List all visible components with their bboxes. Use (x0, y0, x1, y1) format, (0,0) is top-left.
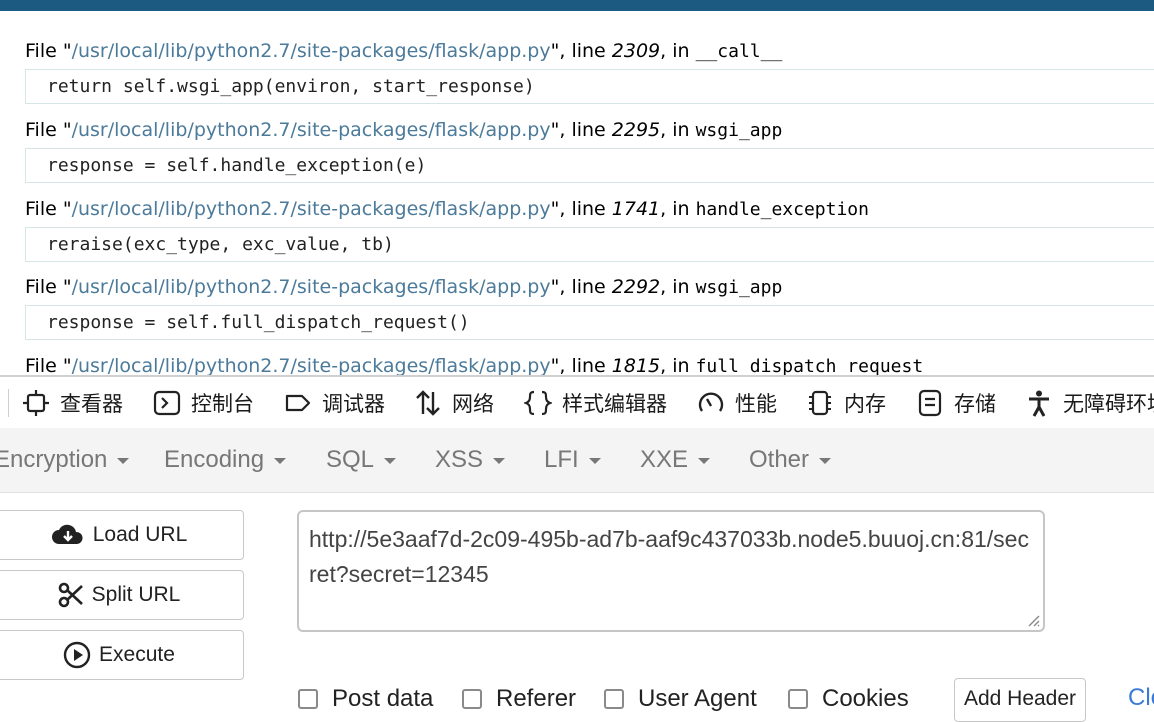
memory-icon (809, 390, 831, 416)
frame-header: File "/usr/local/lib/python2.7/site-pack… (25, 355, 924, 375)
traceback-frame: File "/usr/local/lib/python2.7/site-pack… (25, 197, 1154, 262)
frame-header: File "/usr/local/lib/python2.7/site-pack… (25, 119, 783, 141)
traceback-frame: File "/usr/local/lib/python2.7/site-pack… (25, 275, 1154, 340)
add-header-button[interactable]: Add Header (954, 678, 1086, 722)
play-circle-icon (63, 641, 91, 669)
menu-sql[interactable]: SQL (326, 428, 397, 492)
caret-down-icon (493, 458, 506, 464)
url-textarea[interactable]: http://5e3aaf7d-2c09-495b-ad7b-aaf9c4370… (297, 510, 1045, 632)
tab-console[interactable]: 控制台 (153, 377, 254, 429)
source-line[interactable]: return self.wsgi_app(environ, start_resp… (25, 69, 1154, 104)
source-line[interactable]: response = self.full_dispatch_request() (25, 305, 1154, 340)
debugger-icon (285, 394, 311, 412)
tab-inspector[interactable]: 查看器 (22, 377, 123, 429)
source-line[interactable]: response = self.handle_exception(e) (25, 148, 1154, 183)
clear-link[interactable]: Cle (1128, 684, 1154, 711)
file-path: /usr/local/lib/python2.7/site-packages/f… (71, 40, 551, 62)
tab-performance[interactable]: 性能 (697, 377, 777, 429)
split-url-button[interactable]: Split URL (0, 570, 244, 620)
top-bar (0, 0, 1154, 11)
caret-down-icon (698, 458, 711, 464)
checkbox-box[interactable] (462, 689, 482, 709)
user-agent-checkbox[interactable]: User Agent (604, 684, 757, 714)
tab-network[interactable]: 网络 (414, 377, 494, 429)
caret-down-icon (588, 458, 601, 464)
file-path: /usr/local/lib/python2.7/site-packages/f… (71, 119, 551, 141)
frame-header: File "/usr/local/lib/python2.7/site-pack… (25, 40, 783, 62)
performance-icon (698, 392, 724, 412)
traceback-frame: File "/usr/local/lib/python2.7/site-pack… (25, 354, 1154, 375)
function-name: full_dispatch_request (695, 356, 924, 375)
function-name: wsgi_app (695, 277, 783, 298)
inspector-icon (23, 390, 49, 416)
checkbox-box[interactable] (604, 689, 624, 709)
cloud-download-icon (51, 524, 83, 544)
network-icon (416, 390, 440, 416)
tab-storage[interactable]: 存储 (916, 377, 996, 429)
toolbar-divider (8, 389, 9, 417)
line-number: 2292 (611, 276, 661, 298)
menu-encryption[interactable]: Encryption (0, 428, 130, 492)
tab-debugger[interactable]: 调试器 (284, 377, 385, 429)
tab-accessibility[interactable]: 无障碍环境 (1025, 377, 1154, 429)
execute-button[interactable]: Execute (0, 630, 244, 680)
menu-xss[interactable]: XSS (435, 428, 506, 492)
menu-other[interactable]: Other (749, 428, 832, 492)
post-data-checkbox[interactable]: Post data (298, 684, 433, 714)
file-path: /usr/local/lib/python2.7/site-packages/f… (71, 276, 551, 298)
menu-xxe[interactable]: XXE (640, 428, 711, 492)
caret-down-icon (274, 458, 287, 464)
cookies-checkbox[interactable]: Cookies (788, 684, 909, 714)
menu-encoding[interactable]: Encoding (164, 428, 287, 492)
function-name: handle_exception (695, 199, 869, 220)
resize-handle-icon[interactable] (1026, 613, 1040, 627)
caret-down-icon (819, 458, 832, 464)
line-number: 1741 (611, 198, 661, 220)
tab-style-editor[interactable]: 样式编辑器 (524, 377, 667, 429)
hackbar-body: Load URL Split URL Execute http://5e3aaf… (0, 493, 1154, 722)
hackbar-menu: Encryption Encoding SQL XSS LFI XXE Othe… (0, 428, 1154, 493)
line-number: 1815 (611, 355, 661, 375)
function-name: wsgi_app (695, 120, 783, 141)
file-path: /usr/local/lib/python2.7/site-packages/f… (71, 198, 551, 220)
menu-lfi[interactable]: LFI (544, 428, 601, 492)
caret-down-icon (384, 458, 397, 464)
file-path: /usr/local/lib/python2.7/site-packages/f… (71, 355, 551, 375)
traceback-frame: File "/usr/local/lib/python2.7/site-pack… (25, 39, 1154, 104)
storage-icon (918, 389, 942, 417)
scissors-icon (58, 582, 83, 608)
console-icon (153, 390, 181, 416)
caret-down-icon (117, 458, 130, 464)
traceback-panel: File "/usr/local/lib/python2.7/site-pack… (0, 11, 1154, 375)
frame-header: File "/usr/local/lib/python2.7/site-pack… (25, 276, 783, 298)
function-name: __call__ (695, 41, 783, 62)
line-number: 2295 (611, 119, 661, 141)
line-number: 2309 (611, 40, 661, 62)
load-url-button[interactable]: Load URL (0, 510, 244, 560)
traceback-frame: File "/usr/local/lib/python2.7/site-pack… (25, 118, 1154, 183)
devtools-toolbar: 查看器 控制台 调试器 网络 样式编辑器 性能 内存 存储 无障碍环境 (0, 375, 1154, 430)
referer-checkbox[interactable]: Referer (462, 684, 576, 714)
source-line[interactable]: reraise(exc_type, exc_value, tb) (25, 227, 1154, 262)
frame-header: File "/usr/local/lib/python2.7/site-pack… (25, 198, 869, 220)
tab-memory[interactable]: 内存 (806, 377, 886, 429)
accessibility-icon (1029, 390, 1049, 417)
style-editor-icon (524, 390, 552, 416)
checkbox-box[interactable] (298, 689, 318, 709)
checkbox-box[interactable] (788, 689, 808, 709)
